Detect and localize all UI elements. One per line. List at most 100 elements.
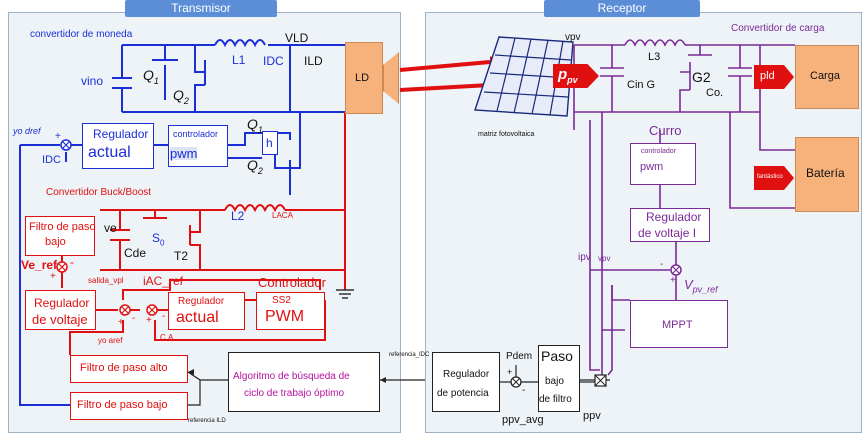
lpf-rx-line1: Paso xyxy=(541,348,573,364)
load-converter-title: Convertidor de carga xyxy=(731,23,825,34)
battery-box xyxy=(795,137,859,212)
high-pass-filter-box xyxy=(70,355,188,383)
pld-label: pld xyxy=(760,70,775,82)
yo-dref-label: yo dref xyxy=(13,126,41,136)
ss2-label: SS2 xyxy=(272,295,291,306)
pdem-label: Pdem xyxy=(506,351,533,362)
algorithm-line2: ciclo de trabajo óptimo xyxy=(244,388,345,399)
h-block-label: h xyxy=(266,136,273,150)
pwm-controller-rx-title: controlador xyxy=(641,148,677,155)
plus-sign: + xyxy=(55,131,61,142)
current-regulator-box xyxy=(82,123,154,169)
ppv-label: ppv xyxy=(558,66,578,85)
load-box xyxy=(795,45,859,109)
plus-sign-4: + xyxy=(146,315,152,326)
q1-label: Q1 xyxy=(143,67,159,86)
pwm-label: PWM xyxy=(265,308,305,325)
vld-label: VLD xyxy=(285,31,309,45)
laca-label: LACA xyxy=(272,211,293,220)
algorithm-line1: Algoritmo de búsqueda de xyxy=(233,371,350,382)
ppv-bottom-label: ppv xyxy=(583,410,601,422)
qa-label: Q1 xyxy=(247,116,263,135)
power-regulator-box xyxy=(432,352,500,412)
low-pass-filter-1 xyxy=(25,216,95,256)
plus-sign-2: + xyxy=(50,271,56,282)
iac-ref-label: iAC_ref xyxy=(143,274,184,288)
voltage-regulator-rx-box xyxy=(630,208,710,242)
vin-label: vino xyxy=(81,74,104,88)
s0-label: S0 xyxy=(152,231,165,248)
buck-boost-title: Convertidor Buck/Boost xyxy=(46,187,152,198)
ild-label: ILD xyxy=(304,54,323,68)
battery-arrow xyxy=(754,166,794,190)
l3-label: L3 xyxy=(648,51,661,63)
coin-converter-label: convertidor de moneda xyxy=(30,29,133,40)
mppt-box xyxy=(630,300,728,348)
pwm-controller-box xyxy=(168,125,228,167)
battery-label: Batería xyxy=(806,166,845,180)
plus-sign-rx: + xyxy=(670,275,676,286)
current-regulator-red-box xyxy=(168,292,245,330)
minus-sign-rx: - xyxy=(660,259,664,270)
minus-sign-pdem: - xyxy=(522,385,526,396)
t2-label: T2 xyxy=(174,249,189,263)
load-label: Carga xyxy=(810,70,840,82)
ppv-avg-label: ppv_avg xyxy=(502,414,544,426)
receiver-title: Receptor xyxy=(544,0,700,17)
ca-label: C.A. xyxy=(160,333,176,342)
current-regulator-red-line1: Regulador xyxy=(178,296,225,307)
g2-label: G2 xyxy=(692,69,711,85)
curro-label: Curro xyxy=(649,123,682,138)
controller-title-red: Controlador xyxy=(258,275,326,290)
high-pass-filter-label: Filtro de paso alto xyxy=(80,362,168,374)
pwm-controller-rx-sub: pwm xyxy=(640,161,664,173)
current-regulator-title: Regulador xyxy=(93,127,149,141)
pv-array-label: matriz fotovoltaica xyxy=(478,131,535,138)
pwm-controller-title: controlador xyxy=(173,129,219,139)
low-pass-filter-2-label: Filtro de paso bajo xyxy=(77,399,168,411)
minus-sign-3: - xyxy=(162,311,166,322)
mppt-label: MPPT xyxy=(662,319,693,331)
l2-label: L2 xyxy=(231,209,245,223)
pld-arrow xyxy=(754,65,794,89)
voltage-regulator-rx-line1: Regulador xyxy=(646,210,702,224)
ppv-arrow xyxy=(553,64,599,88)
voltage-regulator-line2: de voltaje xyxy=(32,312,88,327)
minus-sign-2: - xyxy=(132,313,136,324)
pwm-ss2-box xyxy=(256,292,325,330)
pwm-controller-sub: pwm xyxy=(170,146,198,161)
plus-sign-3: + xyxy=(118,317,124,328)
vpv-ref-label: Vpv_ref xyxy=(684,277,718,295)
power-regulator-line1: Regulador xyxy=(443,369,490,380)
current-regulator-sub: actual xyxy=(88,144,131,161)
co-label: Co. xyxy=(706,87,724,99)
battery-arrow-label: fantástico xyxy=(757,174,783,180)
salida-label: salida_vpl xyxy=(88,276,124,285)
ipv-label: ipv xyxy=(578,252,591,263)
low-pass-filter-2-box xyxy=(70,392,188,420)
qb-label: Q2 xyxy=(247,157,263,176)
lpf1-line2: bajo xyxy=(45,236,66,248)
reference-ild-label: referencia ILD xyxy=(188,418,226,424)
ve-label: ve xyxy=(104,221,117,235)
vpv-mid-label: vpv xyxy=(598,254,611,263)
lpf-rx-line2: bajo xyxy=(545,376,564,387)
optimal-duty-cycle-box xyxy=(228,352,380,412)
lpf-rx-line3: de filtro xyxy=(539,394,572,405)
laser-diode-label: LD xyxy=(355,72,370,84)
voltage-regulator-line1: Regulador xyxy=(34,296,90,310)
reference-idc-label: referencia_IDC xyxy=(389,352,430,358)
minus-sign: - xyxy=(70,255,74,269)
plus-sign-pdem: + xyxy=(507,367,513,377)
laser-diode-box xyxy=(345,42,383,114)
l1-label: L1 xyxy=(232,53,246,67)
q2-label: Q2 xyxy=(173,87,189,106)
transmitter-title: Transmisor xyxy=(125,0,277,17)
voltage-regulator-rx-line2: de voltaje I xyxy=(638,226,697,240)
cde-label: Cde xyxy=(124,246,147,260)
voltage-regulator-box xyxy=(25,290,96,330)
vpv-top-label: vpv xyxy=(565,32,581,43)
h-block xyxy=(262,131,278,155)
pwm-controller-rx-box xyxy=(630,143,696,185)
